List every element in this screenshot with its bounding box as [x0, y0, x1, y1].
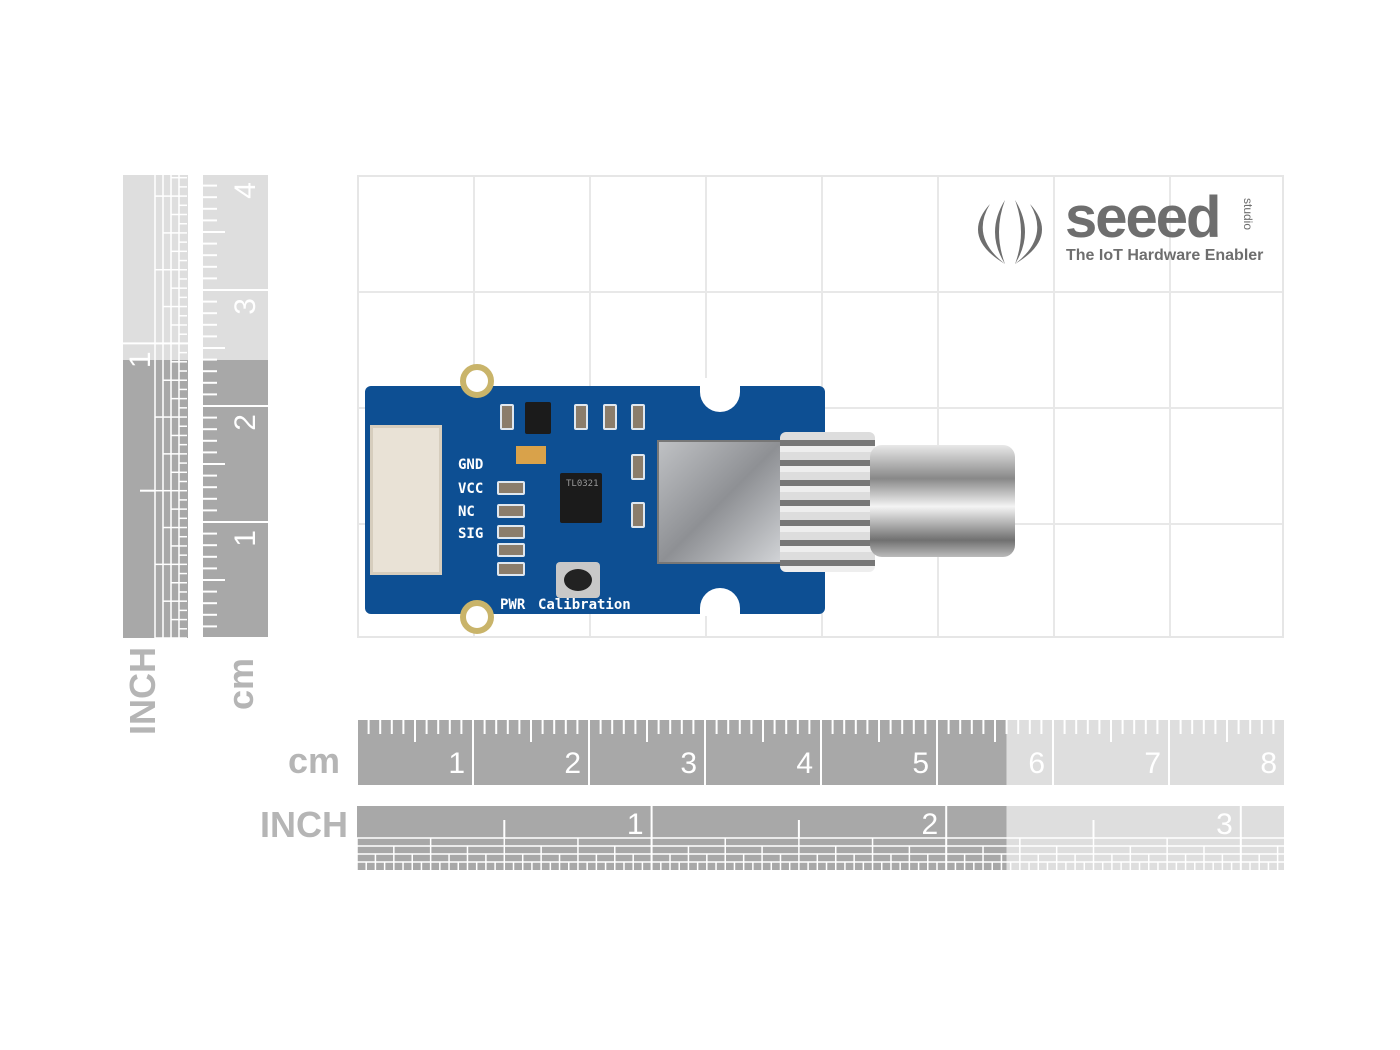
brand-name: seeed: [1065, 185, 1221, 250]
board-notch: [700, 588, 740, 616]
calibration-label: Calibration: [538, 597, 631, 613]
brand-sub: studio: [1241, 198, 1255, 231]
pin-label: GND: [458, 457, 484, 473]
mounting-hole: [460, 600, 494, 634]
seeed-flower-icon: [978, 200, 1042, 264]
pin-label: SIG: [458, 526, 484, 542]
vertical-cm-tick-label: 2: [229, 414, 262, 431]
pin-label: NC: [458, 504, 475, 520]
mounting-hole: [460, 364, 494, 398]
inch-tick-label: 2: [922, 808, 939, 841]
cm-tick-label: 4: [796, 747, 813, 780]
cm-tick-label: 1: [448, 747, 465, 780]
inch-label-horizontal: INCH: [260, 804, 348, 845]
cm-label-horizontal: cm: [288, 740, 341, 781]
cm-tick-label: 7: [1144, 747, 1161, 780]
cm-tick-label: 2: [564, 747, 581, 780]
inch-label-vertical: INCH: [122, 647, 163, 735]
bnc-thread: [780, 432, 875, 572]
inch-tick-label: 3: [1216, 808, 1233, 841]
vertical-cm-tick-label: 3: [229, 298, 262, 315]
tagline: The IoT Hardware Enabler: [1066, 247, 1264, 264]
vertical-cm-tick-label: 4: [229, 182, 262, 199]
cm-tick-label: 8: [1260, 747, 1277, 780]
inch-tick-label: 1: [627, 808, 644, 841]
bnc-shield: [657, 440, 786, 564]
pin-label: VCC: [458, 481, 484, 497]
capacitor: [516, 446, 546, 464]
cm-tick-label: 3: [680, 747, 697, 780]
cm-label-vertical: cm: [220, 657, 261, 710]
board-notch: [700, 378, 740, 412]
ic-chip: TL0321: [560, 473, 602, 523]
bnc-connector: [870, 445, 1015, 557]
vertical-inch-tick-label: 1: [124, 351, 157, 368]
cm-tick-label: 6: [1028, 747, 1045, 780]
pwr-label: PWR: [500, 597, 526, 613]
grove-connector: [370, 425, 442, 575]
vertical-cm-tick-label: 1: [229, 530, 262, 547]
calibration-button: [556, 562, 600, 598]
cm-tick-label: 5: [912, 747, 929, 780]
transistor: [525, 402, 551, 434]
